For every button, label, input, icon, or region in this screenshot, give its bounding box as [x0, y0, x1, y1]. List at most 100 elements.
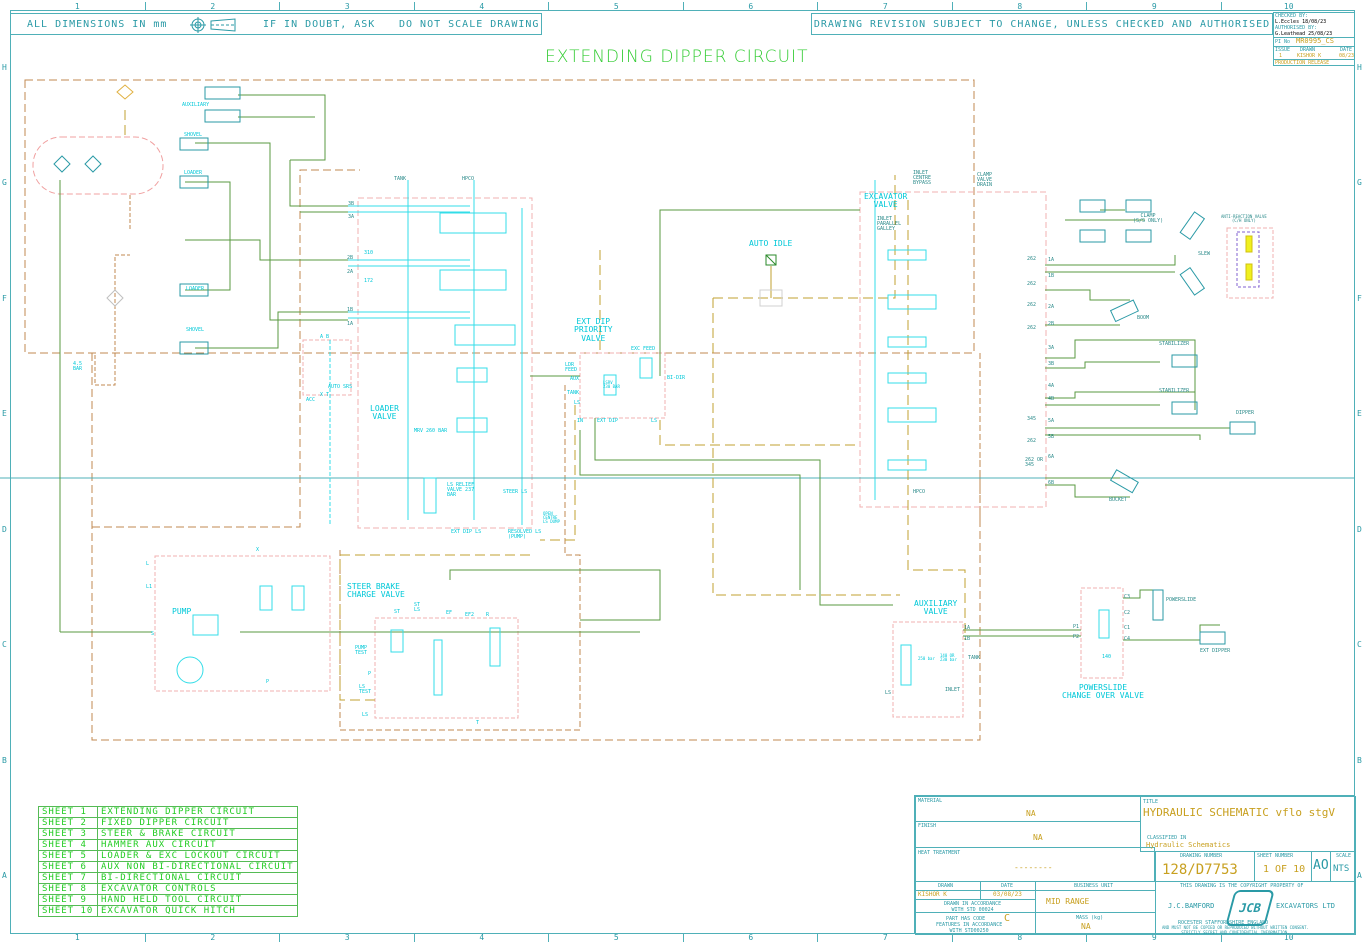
label-ext-dip-priority: EXT DIP PRIORITY VALVE — [574, 317, 613, 343]
aux-port-tank: TANK — [968, 655, 981, 661]
excavator-port-2a: 2A — [1048, 304, 1055, 310]
grid-row-B: B — [2, 755, 7, 765]
sheet-number-cell: SHEET NUMBER 1 OF 10 — [1254, 851, 1312, 882]
label-acc: ACC — [306, 397, 316, 403]
port-ef2: EF2 — [465, 612, 475, 618]
label-shovel-top: SHOVEL — [184, 132, 203, 138]
grid-column-9: 9 — [1086, 933, 1222, 942]
grid-column-1: 1 — [74, 2, 80, 11]
port-1b: 1B — [347, 307, 354, 313]
label-auto-idle: AUTO IDLE — [749, 239, 793, 248]
port-c4: C4 — [1124, 636, 1131, 642]
excavator-port-6a: 6A — [1048, 454, 1055, 460]
revision-note: DRAWING REVISION SUBJECT TO CHANGE, UNLE… — [811, 13, 1273, 35]
port-2a: 2A — [347, 269, 354, 275]
grid-row-A: A — [1357, 871, 1362, 881]
sheet-name-cell: EXTENDING DIPPER CIRCUIT — [97, 806, 298, 818]
label-loader-bottom: LOADER — [186, 286, 205, 292]
label-4-5-bar: 4.5 BAR — [73, 361, 83, 372]
label-ext-dipper: EXT DIPPER — [1200, 648, 1231, 654]
label-powerslide-valve: POWERSLIDE CHANGE OVER VALVE — [1062, 683, 1144, 701]
port-s: S — [151, 631, 155, 637]
label-ls-priority-out: LS — [651, 418, 658, 424]
label-in: IN — [577, 418, 584, 424]
port-ef: EF — [446, 610, 453, 616]
drawn-label: DRAWN — [1300, 47, 1316, 53]
grid-row-D: D — [2, 524, 7, 534]
label-bi-dir: BI-DIR — [667, 375, 686, 381]
sheet-name-cell: FIXED DIPPER CIRCUIT — [97, 817, 298, 829]
relief-140: 140 — [1102, 654, 1112, 660]
grid-row-G: G — [2, 178, 7, 188]
excavator-port-2b: 2B — [1048, 321, 1055, 327]
port-x: X — [256, 547, 260, 553]
copyright-cell: THIS DRAWING IS THE COPYRIGHT PROPERTY O… — [1155, 881, 1356, 935]
label-inlet-parallel-galley: INLET PARALLEL GALLEY — [877, 216, 902, 232]
aux-port-inlet: INLET — [945, 687, 961, 693]
heat-treatment-cell: HEAT TREATMENT -------- — [915, 847, 1155, 882]
scale-cell: SCALE NTS — [1330, 851, 1356, 882]
sheet-number-cell: SHEET 2 — [38, 817, 98, 829]
heat-treatment-value: -------- — [1014, 863, 1053, 872]
port-l1: L1 — [146, 584, 153, 590]
excavator-port-1a: 1A — [1048, 257, 1055, 263]
pump-group — [154, 555, 331, 692]
outer-boundary — [24, 79, 975, 354]
grid-column-5: 5 — [548, 933, 684, 942]
port-3b: 3B — [348, 201, 355, 207]
grid-row-A: A — [2, 871, 7, 881]
drawn-by: KISHOR K — [918, 891, 947, 898]
label-ext-dip: EXT DIP — [597, 418, 619, 424]
scale-value: NTS — [1333, 864, 1350, 874]
port-st-ls: ST LS — [414, 602, 421, 613]
relief-262-1: 262 — [1027, 256, 1037, 262]
third-angle-projection-icon — [189, 16, 239, 37]
grid-column-9: 9 — [1086, 2, 1222, 11]
header-notes-left: ALL DIMENSIONS IN mm IF IN DOUBT, ASK DO… — [10, 13, 542, 35]
part-code: C — [1004, 913, 1011, 924]
grid-column-3: 3 — [279, 933, 415, 942]
paper-size: AO — [1313, 858, 1329, 873]
port-c3: C3 — [1124, 594, 1131, 600]
grid-row-C: C — [1357, 640, 1362, 650]
label-resolved-ls: RESOLVED LS (PUMP) — [508, 529, 542, 540]
label-exc-feed: EXC FEED — [631, 346, 656, 352]
excavator-port-1b: 1B — [1048, 273, 1055, 279]
finish-value: NA — [1033, 833, 1043, 842]
sheet-name-cell: EXCAVATOR CONTROLS — [97, 883, 298, 895]
relief-345: 345 — [1027, 416, 1037, 422]
label-tank-priority: TANK — [567, 390, 580, 396]
label-clamp-valve-drain: CLAMP VALVE DRAIN — [977, 172, 993, 188]
grid-column-6: 6 — [682, 2, 819, 11]
port-p1: P1 — [1073, 624, 1080, 630]
sheet-number-cell: SHEET 1 — [38, 806, 98, 818]
authorised-by-label: AUTHORISED BY: — [1275, 25, 1318, 31]
issue: 1 — [1279, 53, 1283, 59]
dimensions-note: ALL DIMENSIONS IN mm — [27, 18, 168, 30]
mass-value: NA — [1081, 922, 1091, 931]
drawing-number: 128/D7753 — [1162, 862, 1238, 878]
aux-port-1a: 1A — [964, 625, 971, 631]
finish-cell: FINISH NA — [915, 821, 1141, 848]
grid-column-3: 3 — [279, 2, 415, 11]
grid-row-F: F — [2, 293, 7, 303]
aux-port-ls: LS — [885, 690, 892, 696]
label-ls-relief: LS RELIEF VALVE 237 BAR — [447, 482, 475, 498]
relief-250: 250 bar — [918, 656, 935, 661]
label-shovel-bottom: SHOVEL — [186, 327, 205, 333]
label-ext-dip-ls: EXT DIP LS — [451, 529, 482, 535]
date-label: DATE — [1340, 47, 1353, 53]
drawn: KISHOR K — [1297, 53, 1322, 59]
port-t: T — [476, 720, 480, 726]
authorised-by: G.Leathead 25/08/23 — [1275, 31, 1333, 37]
excavator-port-5b: 5B — [1048, 434, 1055, 440]
grid-row-D: D — [1357, 524, 1362, 534]
revision-note-text: DRAWING REVISION SUBJECT TO CHANGE, UNLE… — [813, 18, 1271, 30]
title-cell: TITLE HYDRAULIC SCHEMATIC vflo stgV CLAS… — [1140, 796, 1356, 852]
checked-by: L.Eccles 18/08/23 — [1275, 19, 1327, 25]
